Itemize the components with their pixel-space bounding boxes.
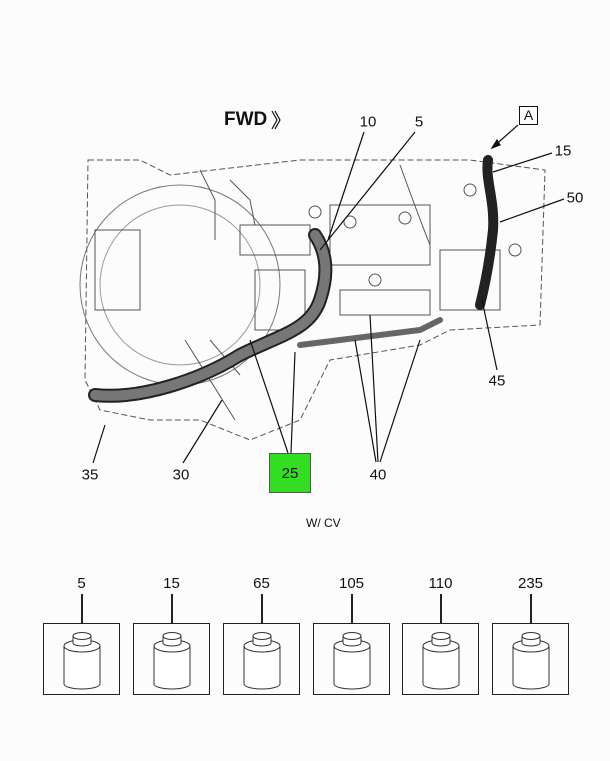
leader-line [351,594,353,623]
kit-callout[interactable]: 105 [338,575,365,592]
sealant-can-icon [333,632,371,690]
callout-40[interactable]: 40 [369,466,387,484]
variant-note: W/ CV [306,516,341,530]
sealant-can-box[interactable] [223,623,300,695]
sealant-can-box[interactable] [492,623,569,695]
sealant-can-icon [422,632,460,690]
sealant-can-icon [153,632,191,690]
kit-callout[interactable]: 5 [77,575,86,592]
leader-line [171,594,173,623]
callout-10[interactable]: 10 [359,113,377,131]
view-label-box: A [519,106,538,125]
callout-45[interactable]: 45 [488,372,506,390]
callout-25-highlighted[interactable]: 25 [269,453,311,493]
leader-line [440,594,442,623]
sealant-can-box[interactable] [133,623,210,695]
sealant-can-icon [512,632,550,690]
sealant-can-box[interactable] [313,623,390,695]
leader-line [261,594,263,623]
sealant-can-icon [243,632,281,690]
sealant-can-box[interactable] [402,623,479,695]
leader-line [530,594,532,623]
kit-callout[interactable]: 235 [517,575,544,592]
sealant-can-icon [63,632,101,690]
kit-callout[interactable]: 15 [163,575,180,592]
callout-30[interactable]: 30 [172,466,190,484]
callout-35[interactable]: 35 [81,466,99,484]
sealant-can-box[interactable] [43,623,120,695]
leader-line [81,594,83,623]
forward-direction-label: FWD [224,109,268,130]
callout-5[interactable]: 5 [414,113,424,131]
kit-callout[interactable]: 110 [428,575,453,592]
kit-callout[interactable]: 65 [253,575,270,592]
callout-15[interactable]: 15 [554,142,572,160]
callout-50[interactable]: 50 [566,189,584,207]
